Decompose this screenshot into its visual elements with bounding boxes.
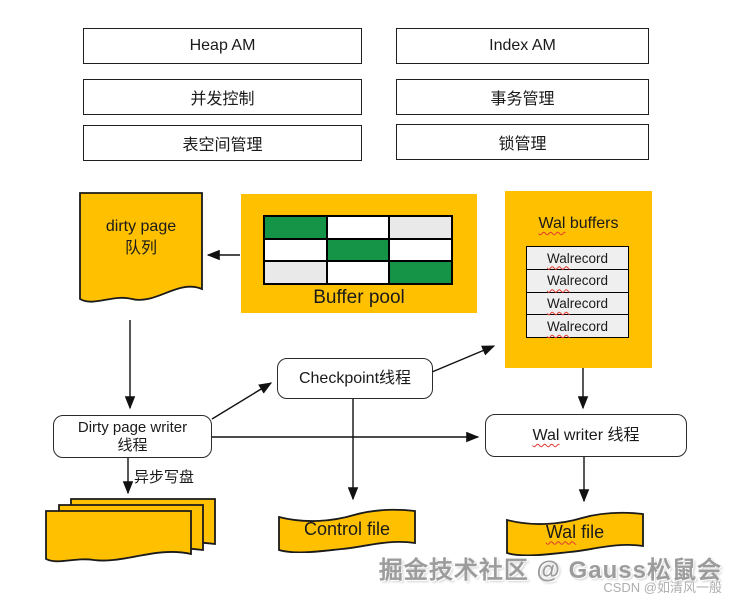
watermark-sub: CSDN @如清风一般 — [603, 580, 722, 595]
arrow-writer-to-checkpoint — [211, 382, 273, 420]
buffer-cell — [326, 238, 390, 262]
wal-buffers-box: Wal buffers Wal record Wal record Wal re… — [505, 191, 652, 368]
wal-record-row: Wal record — [526, 246, 629, 270]
wal-record-prefix: Wal — [546, 296, 570, 312]
wal-record-row: Wal record — [526, 314, 629, 339]
checkpoint-thread-label: Checkpoint线程 — [298, 369, 412, 387]
wal-record-prefix: Wal — [546, 273, 570, 289]
module-lock: 锁管理 — [396, 124, 649, 160]
wal-record-rest: record — [569, 250, 608, 266]
buffer-cell — [326, 261, 390, 284]
wal-record-prefix: Wal — [546, 318, 570, 334]
checkpoint-thread-box: Checkpoint线程 — [277, 358, 433, 399]
buffer-cell — [389, 216, 452, 239]
data-files-stack-shape — [45, 498, 216, 563]
wal-record-rest: record — [569, 296, 608, 312]
buffer-pool-box: Buffer pool — [241, 194, 477, 313]
buffer-cell — [264, 238, 327, 262]
buffer-pool-label: Buffer pool — [313, 287, 405, 308]
buffer-cell — [264, 261, 327, 284]
dirty-page-writer-line1: Dirty page writer — [77, 418, 188, 436]
async-write-label: 异步写盘 — [134, 469, 195, 486]
wal-writer-rest: writer 线程 — [559, 426, 640, 444]
buffer-cell — [389, 238, 452, 262]
control-file-shape — [278, 508, 416, 553]
wal-record-row: Wal record — [526, 291, 629, 316]
module-index-am: Index AM — [396, 28, 649, 64]
buffer-cell — [389, 261, 452, 284]
dirty-page-writer-line2: 线程 — [117, 436, 148, 454]
module-heap-am: Heap AM — [83, 28, 362, 64]
wal-record-row: Wal record — [526, 268, 629, 293]
wal-record-list: Wal record Wal record Wal record Wal rec… — [526, 246, 629, 339]
watermark-main: 掘金技术社区 @ Gauss松鼠会 — [378, 557, 722, 584]
module-transaction: 事务管理 — [396, 79, 649, 115]
wal-buffers-title-wal: Wal — [538, 215, 566, 232]
buffer-cell — [326, 216, 390, 239]
dirty-page-queue-shape — [79, 192, 203, 303]
data-file-front — [45, 510, 192, 563]
wal-record-rest: record — [569, 273, 608, 289]
dirty-page-writer-thread-box: Dirty page writer 线程 — [53, 415, 212, 458]
arrow-checkpoint-to-walbuffers — [431, 345, 496, 373]
wal-buffers-title: Wal buffers — [505, 215, 652, 233]
wal-record-rest: record — [569, 318, 608, 334]
wal-writer-prefix: Wal — [532, 426, 560, 444]
module-tablespace: 表空间管理 — [83, 125, 362, 161]
wal-writer-thread-label: Wal writer 线程 — [533, 426, 640, 445]
wal-file-shape — [506, 511, 644, 556]
wal-writer-thread-box: Wal writer 线程 — [485, 414, 687, 457]
buffer-cell — [264, 216, 327, 239]
wal-record-prefix: Wal — [546, 250, 570, 266]
buffer-pool-grid — [263, 215, 453, 285]
module-concurrency: 并发控制 — [83, 79, 362, 115]
wal-buffers-title-rest: buffers — [565, 215, 619, 232]
